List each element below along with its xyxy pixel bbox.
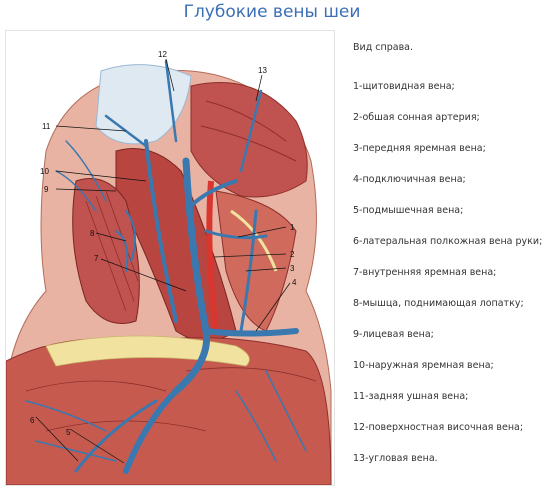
- legend-list: 1-щитовидная вена; 2-обшая сонная артери…: [353, 77, 543, 480]
- callout-7: 7: [94, 254, 99, 263]
- legend-item: 13-угловая вена.: [353, 453, 438, 464]
- callout-lines: [35, 58, 291, 464]
- thyroid-vein: [204, 229, 268, 240]
- common-carotid-artery: [206, 180, 219, 332]
- levator-scapulae-muscle: [72, 178, 140, 324]
- callout-1: 1: [290, 223, 295, 232]
- legend-item: 9-лицевая вена;: [353, 329, 434, 340]
- anatomy-illustration: 1 2 3 4 5 6 7 8 9 10 11 12 13: [5, 30, 335, 486]
- legend-panel: Вид справа. 1-щитовидная вена; 2-обшая с…: [353, 38, 543, 480]
- legend-item: 3-передняя яремная вена;: [353, 143, 486, 154]
- callout-6: 6: [30, 416, 35, 425]
- callout-3: 3: [290, 264, 295, 273]
- subclavian-vein: [203, 328, 299, 337]
- angular-vein: [239, 89, 263, 173]
- legend-item: 2-обшая сонная артерия;: [353, 112, 480, 123]
- legend-item: 10-наружная яремная вена;: [353, 360, 494, 371]
- neck-veins-diagram: 1 2 3 4 5 6 7 8 9 10 11 12 13: [6, 50, 332, 485]
- legend-item: 6-латеральная полкожная вена руки;: [353, 236, 543, 247]
- page-title: Глубокие вены шеи: [183, 2, 361, 22]
- external-jugular-vein: [144, 139, 178, 323]
- veins: [25, 59, 307, 474]
- callout-13: 13: [258, 66, 267, 75]
- cephalic-vein: [74, 399, 158, 473]
- facial-vein: [189, 179, 238, 208]
- callout-4: 4: [292, 278, 297, 287]
- legend-item: 8-мышца, поднимающая лопатку;: [353, 298, 524, 309]
- callout-5: 5: [66, 428, 71, 437]
- legend-header: Вид справа.: [353, 42, 414, 53]
- legend-item: 4-подключичная вена;: [353, 174, 466, 185]
- superficial-temporal-vein: [164, 59, 178, 143]
- legend-item: 12-поверхностная височная вена;: [353, 422, 524, 433]
- callout-9: 9: [44, 185, 49, 194]
- callout-10: 10: [40, 167, 49, 176]
- legend-item: 7-внутренняя яремная вена;: [353, 267, 497, 278]
- scalp-area: [95, 64, 192, 145]
- legend-item: 5-подмышечная вена;: [353, 205, 464, 216]
- anterior-neck: [215, 190, 297, 332]
- callout-12: 12: [158, 50, 167, 59]
- callout-2: 2: [290, 250, 295, 259]
- callout-11: 11: [42, 122, 51, 131]
- legend-item: 1-щитовидная вена;: [353, 81, 455, 92]
- axillary-vein: [123, 388, 179, 474]
- callout-8: 8: [90, 229, 95, 238]
- legend-item: 11-задняя ушная вена;: [353, 391, 469, 402]
